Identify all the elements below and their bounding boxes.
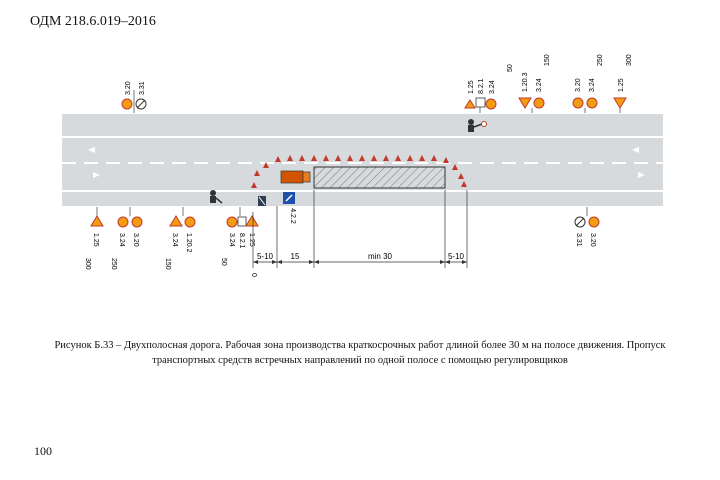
dimension-label-3: min 30 bbox=[368, 252, 393, 261]
bottom-group-3-label-2: 1.20.2 bbox=[185, 233, 192, 253]
bottom-group-3-distance: 150 bbox=[164, 258, 171, 270]
top-group-4-label-1: 3.20 bbox=[575, 78, 582, 92]
top-sign-group-5: 1.25 300 bbox=[613, 54, 633, 113]
top-group-2-distance: 50 bbox=[507, 64, 514, 72]
bottom-group-4-label-3: 1.25 bbox=[248, 233, 255, 247]
caption-line-2: транспортных средств встречных направлен… bbox=[152, 355, 568, 366]
document-header: ОДМ 218.6.019–2016 bbox=[30, 14, 156, 29]
bottom-group-4-label-2: 8.2.1 bbox=[238, 233, 245, 249]
dimension-label-4: 5-10 bbox=[448, 252, 465, 261]
traffic-controller-bottom bbox=[210, 190, 223, 204]
top-group-2-label-3: 3.24 bbox=[489, 80, 496, 94]
bottom-group-2-label-1: 3.24 bbox=[118, 233, 125, 247]
bottom-group-2-label-2: 3.20 bbox=[132, 233, 139, 247]
top-sign-group-3: 1.20.3 3.24 150 bbox=[518, 54, 551, 113]
bottom-group-2-distance: 250 bbox=[110, 258, 117, 270]
top-group-5-distance: 300 bbox=[626, 54, 633, 66]
dimension-lines bbox=[252, 190, 468, 268]
top-group-3-distance: 150 bbox=[544, 54, 551, 66]
top-group-1-label-1: 3.20 bbox=[125, 81, 132, 95]
bottom-group-3-label-1: 3.24 bbox=[171, 233, 178, 247]
dimension-label-2: 15 bbox=[291, 252, 300, 261]
bottom-group-1-label-1: 1.25 bbox=[92, 233, 99, 247]
traffic-cones bbox=[251, 155, 467, 188]
bottom-sign-group-4: 3.24 8.2.1 1.25 50 bbox=[220, 207, 259, 266]
road-shoulder-bottom bbox=[62, 190, 663, 192]
barrier-sign bbox=[258, 196, 266, 206]
bottom-sign-group-5: 0 bbox=[250, 273, 257, 277]
road-shoulder-top bbox=[62, 136, 663, 138]
dimension-ticks bbox=[253, 260, 467, 264]
caption-line-1: Рисунок Б.33 – Двухполосная дорога. Рабо… bbox=[54, 340, 666, 351]
sign-4-2-2-label: 4.2.2 bbox=[289, 208, 296, 224]
direction-arrows bbox=[88, 147, 645, 178]
bottom-group-5-distance: 0 bbox=[250, 273, 257, 277]
top-group-3-label-2: 3.24 bbox=[536, 78, 543, 92]
bottom-sign-group-6: 3.31 3.20 bbox=[574, 207, 600, 247]
sign-4-2-2: 4.2.2 bbox=[283, 192, 296, 224]
work-zone bbox=[313, 166, 446, 189]
figure-caption: Рисунок Б.33 – Двухполосная дорога. Рабо… bbox=[40, 338, 680, 368]
bottom-sign-group-3: 3.24 1.20.2 150 bbox=[164, 207, 196, 270]
top-group-1-label-2: 3.31 bbox=[139, 81, 146, 95]
bottom-sign-group-2: 3.24 3.20 250 bbox=[110, 207, 143, 270]
traffic-controller-top bbox=[468, 119, 487, 132]
top-group-4-label-2: 3.24 bbox=[589, 78, 596, 92]
top-group-2-label-2: 8.2.1 bbox=[478, 78, 485, 94]
bottom-group-4-distance: 50 bbox=[220, 258, 227, 266]
bottom-group-6-label-1: 3.31 bbox=[575, 233, 582, 247]
top-sign-group-2: 1.25 8.2.1 3.24 50 bbox=[464, 64, 514, 113]
top-group-3-label-1: 1.20.3 bbox=[522, 72, 529, 92]
dimension-label-1: 5-10 bbox=[257, 252, 274, 261]
bottom-group-1-distance: 300 bbox=[84, 258, 91, 270]
bottom-group-6-label-2: 3.20 bbox=[589, 233, 596, 247]
work-vehicle bbox=[280, 170, 311, 184]
top-sign-group-4: 3.20 3.24 250 bbox=[572, 54, 604, 113]
top-group-2-label-1: 1.25 bbox=[468, 80, 475, 94]
top-sign-group-1: 3.20 3.31 bbox=[121, 81, 147, 113]
top-group-5-label-1: 1.25 bbox=[618, 78, 625, 92]
page-number: 100 bbox=[34, 444, 52, 458]
bottom-sign-group-1: 1.25 300 bbox=[84, 207, 104, 270]
top-group-4-distance: 250 bbox=[597, 54, 604, 66]
bottom-group-4-label-1: 3.24 bbox=[228, 233, 235, 247]
